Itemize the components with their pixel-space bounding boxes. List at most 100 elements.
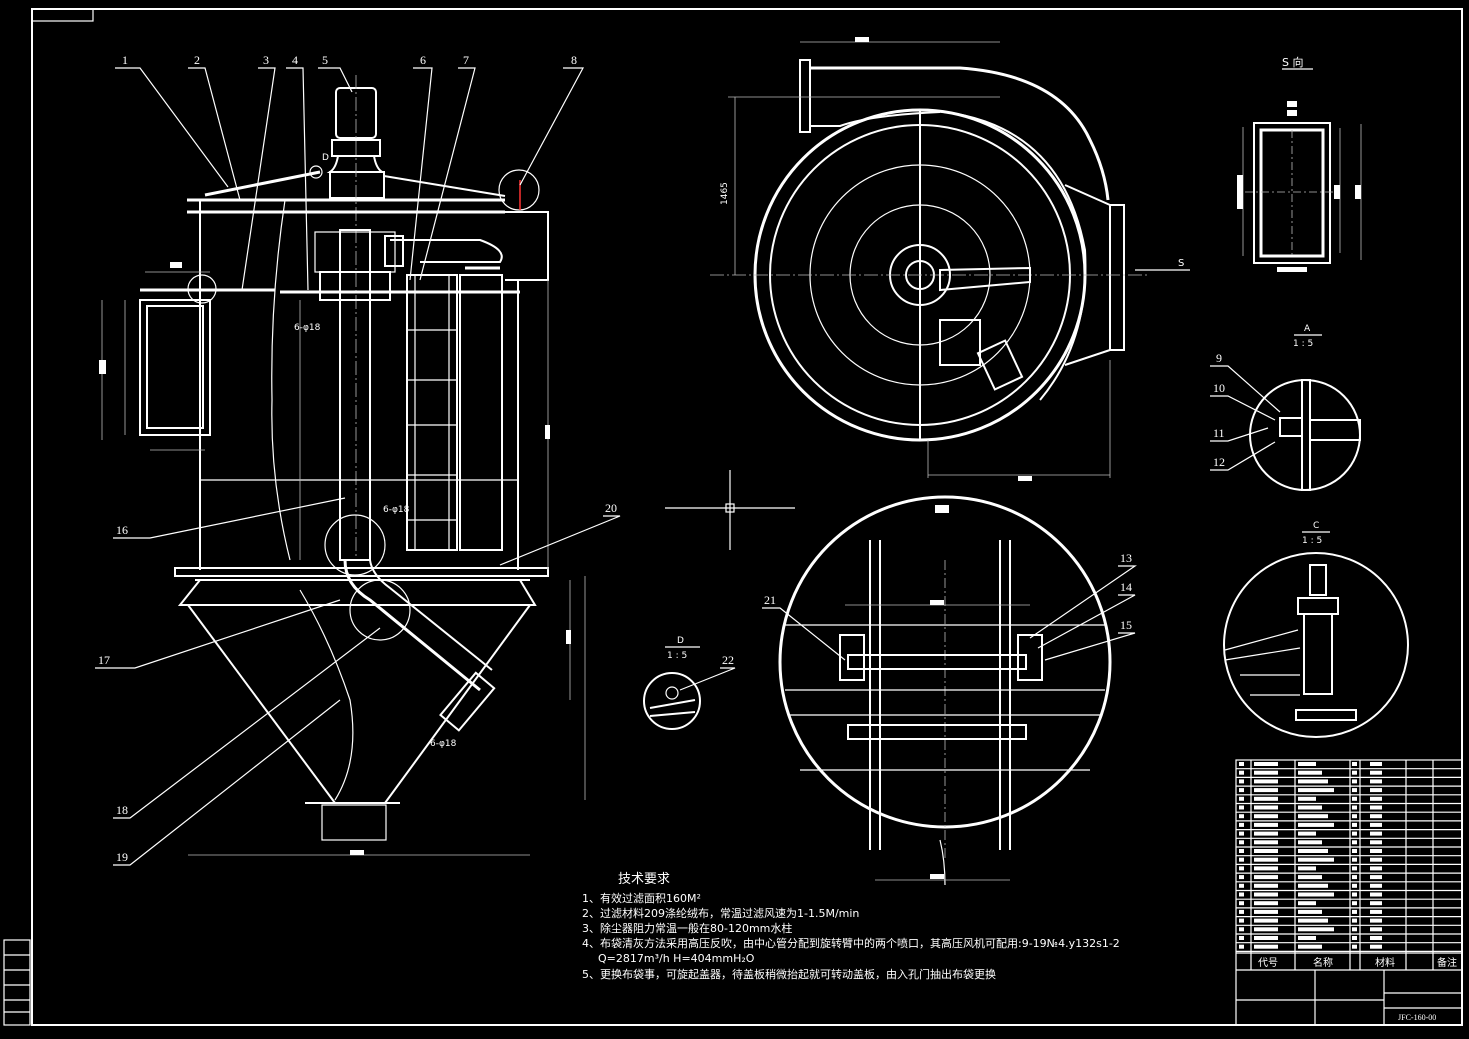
part-number: 18 xyxy=(116,803,128,817)
parts-row-cell xyxy=(1370,788,1382,793)
part-number: 7 xyxy=(463,53,469,67)
parts-row-cell xyxy=(1370,936,1382,940)
parts-row-cell xyxy=(1352,901,1357,906)
detail-d: D 1 : 5 xyxy=(643,636,701,730)
parts-row-cell xyxy=(1298,857,1334,862)
svg-text:D: D xyxy=(677,636,684,646)
parts-row-cell xyxy=(1298,918,1328,923)
parts-row-cell xyxy=(1239,892,1244,897)
central-tube xyxy=(339,229,371,561)
parts-row-cell xyxy=(1298,788,1334,793)
parts-row-cell xyxy=(1254,918,1278,923)
parts-row-cell xyxy=(1239,779,1244,784)
part-number: 1 xyxy=(122,53,128,67)
detail-c: C 1 : 5 xyxy=(1223,521,1409,738)
parts-row-cell xyxy=(1298,849,1328,853)
svg-text:C: C xyxy=(1313,521,1319,531)
parts-row-cell xyxy=(1298,936,1316,940)
parts-list-rows xyxy=(1236,762,1462,953)
parts-row-cell xyxy=(1352,796,1357,801)
parts-row-cell xyxy=(1352,831,1357,836)
parts-row-cell xyxy=(1239,857,1244,862)
parts-row-cell xyxy=(1239,849,1244,853)
view-arrow-s: S xyxy=(1178,258,1184,269)
parts-row-cell xyxy=(1370,796,1382,801)
parts-row-cell xyxy=(1352,866,1357,871)
parts-row-cell xyxy=(1352,779,1357,784)
parts-row-cell xyxy=(1370,883,1382,888)
parts-row-cell xyxy=(1239,770,1244,775)
parts-row-cell xyxy=(1352,936,1357,940)
dimension-height: 1465 xyxy=(720,182,730,205)
parts-row-cell xyxy=(1254,883,1278,888)
part-number: 12 xyxy=(1213,455,1225,469)
drawing-border xyxy=(31,8,1463,1026)
part-number: 5 xyxy=(322,53,328,67)
parts-row-cell xyxy=(1352,788,1357,793)
filter-bags xyxy=(406,266,503,551)
requirement-item: 4、布袋清灰方法采用高压反吹，由中心管分配到旋转臂中的两个喷口，其高压风机可配用… xyxy=(582,936,1120,950)
part-number: 14 xyxy=(1120,580,1132,594)
parts-row-cell xyxy=(1239,918,1244,923)
parts-row-cell xyxy=(1352,762,1357,766)
parts-row-cell xyxy=(1370,901,1382,906)
requirement-item: 3、除尘器阻力常温一般在80-120mm水柱 xyxy=(582,921,792,935)
parts-row-cell xyxy=(1352,814,1357,819)
svg-text:1 : 5: 1 : 5 xyxy=(1293,339,1313,349)
parts-row-cell xyxy=(1254,805,1278,810)
parts-row-cell xyxy=(1298,927,1334,932)
parts-row-cell xyxy=(1298,831,1316,836)
parts-row-cell xyxy=(1370,944,1382,949)
technical-requirements: 技术要求 1、有效过滤面积160M² 2、过滤材料209涤纶绒布，常温过滤风速为… xyxy=(582,872,1120,981)
main-elevation-view: D 6-φ18 6-φ18 6-φ18 xyxy=(99,75,586,856)
part-number: 15 xyxy=(1120,618,1132,632)
parts-row-cell xyxy=(1370,892,1382,897)
parts-row-cell xyxy=(1254,840,1278,845)
parts-row-cell xyxy=(1254,788,1278,793)
left-side-table xyxy=(3,939,31,1026)
parts-row-cell xyxy=(1239,762,1244,766)
parts-row-cell xyxy=(1352,849,1357,853)
part-number: 22 xyxy=(722,653,734,667)
parts-row-cell xyxy=(1370,840,1382,845)
parts-row-cell xyxy=(1298,944,1322,949)
header-material: 材料 xyxy=(1375,956,1395,969)
parts-row-cell xyxy=(1254,796,1278,801)
parts-row-cell xyxy=(1298,892,1334,897)
parts-row-cell xyxy=(1370,927,1382,932)
part-number: 2 xyxy=(194,53,200,67)
part-number: 17 xyxy=(98,653,110,667)
part-leaders: 1 2 3 4 5 6 7 8 9 10 11 12 13 14 15 16 1… xyxy=(95,53,1281,866)
parts-row-cell xyxy=(1298,770,1322,775)
header-name: 名称 xyxy=(1313,956,1333,969)
parts-row-cell xyxy=(1239,866,1244,871)
detail-a: A 1 : 5 xyxy=(1249,324,1361,491)
parts-row-cell xyxy=(1352,944,1357,949)
parts-row-cell xyxy=(1254,875,1278,880)
parts-row-cell xyxy=(1352,770,1357,775)
parts-row-cell xyxy=(1352,892,1357,897)
parts-row-cell xyxy=(1298,822,1334,827)
parts-row-cell xyxy=(1239,796,1244,801)
parts-row-cell xyxy=(1298,875,1322,880)
parts-row-cell xyxy=(1239,909,1244,914)
parts-row-cell xyxy=(1370,822,1382,827)
s-view: S 向 xyxy=(1237,55,1362,272)
part-number: 6 xyxy=(420,53,426,67)
parts-row-cell xyxy=(1254,866,1278,871)
parts-row-cell xyxy=(1239,805,1244,810)
parts-row-cell xyxy=(1370,918,1382,923)
part-number: 11 xyxy=(1213,426,1225,440)
parts-row-cell xyxy=(1370,875,1382,880)
parts-row-cell xyxy=(1239,944,1244,949)
parts-row-cell xyxy=(1352,918,1357,923)
parts-row-cell xyxy=(1254,762,1278,766)
parts-row-cell xyxy=(1254,909,1278,914)
hole-note: 6-φ18 xyxy=(430,739,457,749)
parts-row-cell xyxy=(1370,770,1382,775)
parts-row-cell xyxy=(1370,814,1382,819)
parts-row-cell xyxy=(1370,831,1382,836)
part-number: 9 xyxy=(1216,351,1222,365)
detail-mark-d: D xyxy=(322,153,329,163)
